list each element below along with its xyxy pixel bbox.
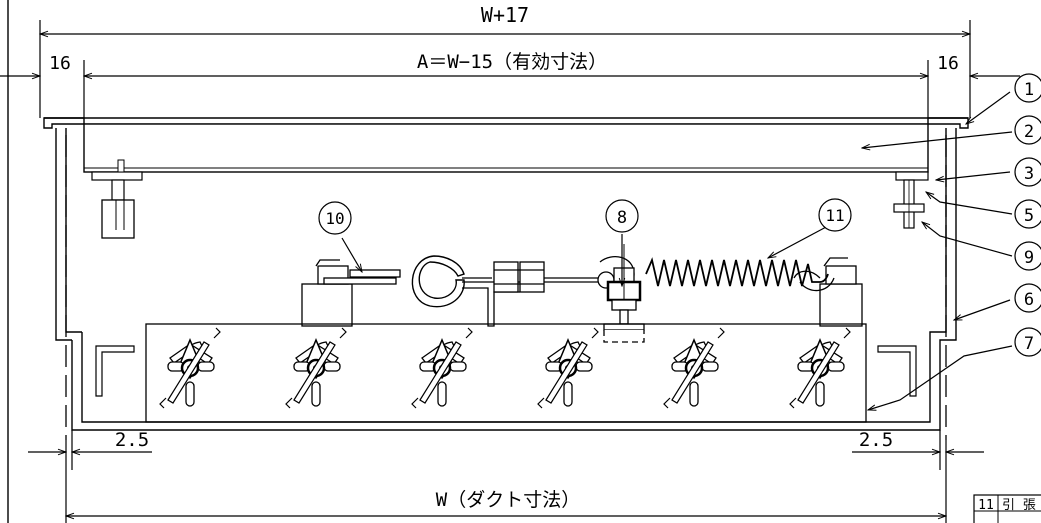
dim-clearance-right: 2.5 bbox=[852, 429, 984, 470]
parts-table: 11 引 張 bbox=[973, 494, 1041, 523]
dim-flange-right-label: 16 bbox=[937, 53, 959, 74]
callout-11: 11 bbox=[818, 198, 852, 232]
svg-text:9: 9 bbox=[1024, 248, 1034, 268]
callout-2: 2 bbox=[1014, 115, 1041, 145]
dim-flange-right: 16 bbox=[937, 53, 1020, 76]
dim-duct-width-label: W（ダクト寸法） bbox=[436, 489, 580, 511]
blade-clips bbox=[158, 326, 852, 410]
svg-text:3: 3 bbox=[1024, 164, 1034, 184]
svg-text:1: 1 bbox=[1024, 80, 1034, 100]
dim-effective-width: A＝W−15（有効寸法） bbox=[84, 51, 928, 118]
callout-9: 9 bbox=[1014, 241, 1041, 271]
svg-text:11: 11 bbox=[825, 206, 844, 225]
dim-flange-left-label: 16 bbox=[49, 53, 71, 74]
dim-flange-left: 16 bbox=[0, 53, 71, 76]
dim-overall-width-label: W+17 bbox=[481, 3, 529, 27]
dim-effective-width-label: A＝W−15（有効寸法） bbox=[417, 51, 607, 73]
dim-overall-width: W+17 bbox=[40, 3, 970, 118]
dim-clearance-left-label: 2.5 bbox=[115, 429, 149, 451]
svg-text:6: 6 bbox=[1024, 290, 1034, 310]
callout-7: 7 bbox=[1014, 327, 1041, 357]
dim-clearance-left: 2.5 bbox=[28, 429, 152, 470]
dim-duct-width: W（ダクト寸法） bbox=[66, 440, 946, 523]
svg-text:10: 10 bbox=[325, 209, 344, 228]
callout-1: 1 bbox=[1014, 73, 1041, 103]
svg-text:7: 7 bbox=[1024, 334, 1034, 354]
blade-support-plate bbox=[95, 323, 917, 423]
callout-10: 10 bbox=[318, 201, 352, 235]
callout-6: 6 bbox=[1014, 283, 1041, 313]
parts-table-name: 引 張 bbox=[1002, 498, 1036, 513]
callout-leaders bbox=[341, 91, 1013, 410]
svg-text:5: 5 bbox=[1024, 206, 1034, 226]
parts-table-number: 11 bbox=[978, 498, 994, 513]
dim-clearance-right-label: 2.5 bbox=[859, 429, 893, 451]
tension-spring bbox=[645, 257, 829, 287]
damper-frame bbox=[43, 117, 969, 440]
svg-text:2: 2 bbox=[1024, 122, 1034, 142]
svg-text:8: 8 bbox=[617, 208, 627, 228]
mount-bracket-left bbox=[91, 159, 143, 239]
linkage-mechanism bbox=[301, 244, 863, 343]
callout-3: 3 bbox=[1014, 157, 1041, 187]
mount-bracket-right bbox=[893, 171, 929, 229]
callout-5: 5 bbox=[1014, 199, 1041, 229]
callout-8: 8 bbox=[605, 199, 639, 233]
